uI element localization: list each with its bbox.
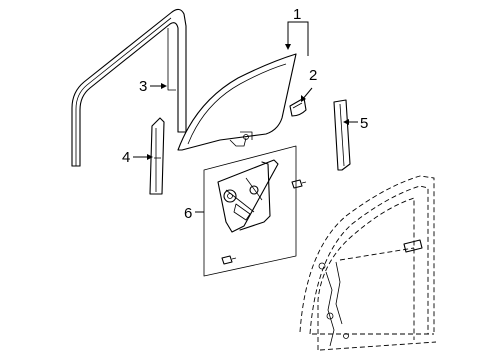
regulator-part [203, 145, 307, 277]
run-channel-part [71, 8, 187, 167]
glass-clip-part [289, 97, 307, 117]
callout-5-label: 5 [360, 115, 368, 132]
door-shell-part [299, 175, 437, 351]
rear-lower-channel-part [333, 99, 351, 171]
callout-labels: 1 2 3 4 5 6 [122, 6, 368, 222]
front-lower-channel-part [149, 117, 165, 195]
callout-1-label: 1 [293, 6, 301, 23]
callout-2-label: 2 [309, 67, 317, 84]
callout-4-label: 4 [122, 149, 130, 166]
door-glass-part [177, 53, 297, 151]
callout-6-label: 6 [184, 205, 192, 222]
leader-lines [133, 21, 358, 213]
callout-3-label: 3 [139, 78, 147, 95]
